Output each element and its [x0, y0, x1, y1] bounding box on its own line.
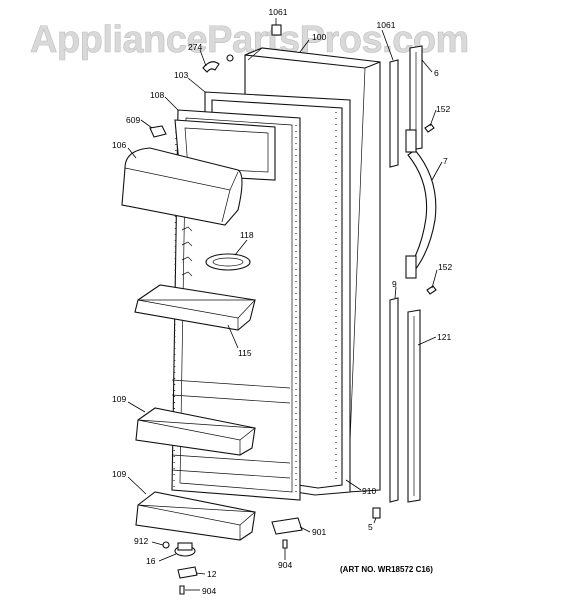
callout-103: 103	[174, 70, 188, 80]
callout-912: 912	[134, 536, 148, 546]
callout-274: 274	[188, 42, 202, 52]
callout-152-upper: 152	[436, 104, 450, 114]
callout-121: 121	[437, 332, 451, 342]
part-904-screw-a	[282, 539, 288, 549]
callout-904-a: 904	[278, 560, 292, 570]
part-5-spacer	[372, 507, 381, 519]
part-16-cam	[174, 542, 196, 557]
callout-100: 100	[312, 32, 326, 42]
door-shelf-115	[134, 284, 256, 331]
callout-609: 609	[126, 115, 140, 125]
callout-910: 910	[362, 486, 376, 496]
part-12-hinge	[177, 566, 198, 579]
part-274-tube	[202, 61, 220, 73]
watermark-text: AppliancePartsPros.com	[30, 19, 469, 61]
part-912-clip	[162, 541, 170, 549]
trim-strip-1061	[389, 59, 399, 168]
trim-strip-9	[389, 297, 399, 503]
callout-115: 115	[238, 348, 252, 358]
callout-7: 7	[443, 156, 448, 166]
callout-labels: 1061 100 1061 6 274 103 108 609 106 152 …	[112, 7, 452, 596]
trim-strip-121	[407, 309, 421, 503]
dairy-bin	[121, 147, 243, 226]
callout-12: 12	[207, 569, 217, 579]
callout-106: 106	[112, 140, 126, 150]
callout-1061-right: 1061	[377, 20, 396, 30]
callout-9: 9	[392, 279, 397, 289]
callout-118: 118	[240, 230, 254, 240]
handle-7	[405, 129, 437, 279]
part-904-screw-b	[179, 585, 185, 595]
callout-901: 901	[312, 527, 326, 537]
part-901-bracket	[271, 517, 303, 535]
callout-152-lower: 152	[438, 262, 452, 272]
part-609-clip	[149, 125, 167, 138]
callout-5: 5	[368, 522, 373, 532]
screw-152-lower	[426, 285, 437, 295]
screw-152-upper	[424, 123, 435, 133]
door-shelf-109-upper	[135, 407, 256, 456]
callout-109-upper: 109	[112, 394, 126, 404]
callout-1061-top: 1061	[269, 7, 288, 17]
handle-cap-6	[409, 45, 423, 151]
part-1061-hinge-top	[271, 24, 282, 36]
callout-109-lower: 109	[112, 469, 126, 479]
callout-904-b: 904	[202, 586, 216, 596]
callout-16: 16	[146, 556, 156, 566]
egg-tray	[205, 253, 251, 271]
art-number: (ART NO. WR18572 C16)	[340, 565, 433, 574]
door-shelf-109-lower	[135, 491, 256, 541]
callout-108: 108	[150, 90, 164, 100]
part-small-screw	[226, 54, 234, 62]
callout-6: 6	[434, 68, 439, 78]
leader-lines	[127, 18, 443, 591]
